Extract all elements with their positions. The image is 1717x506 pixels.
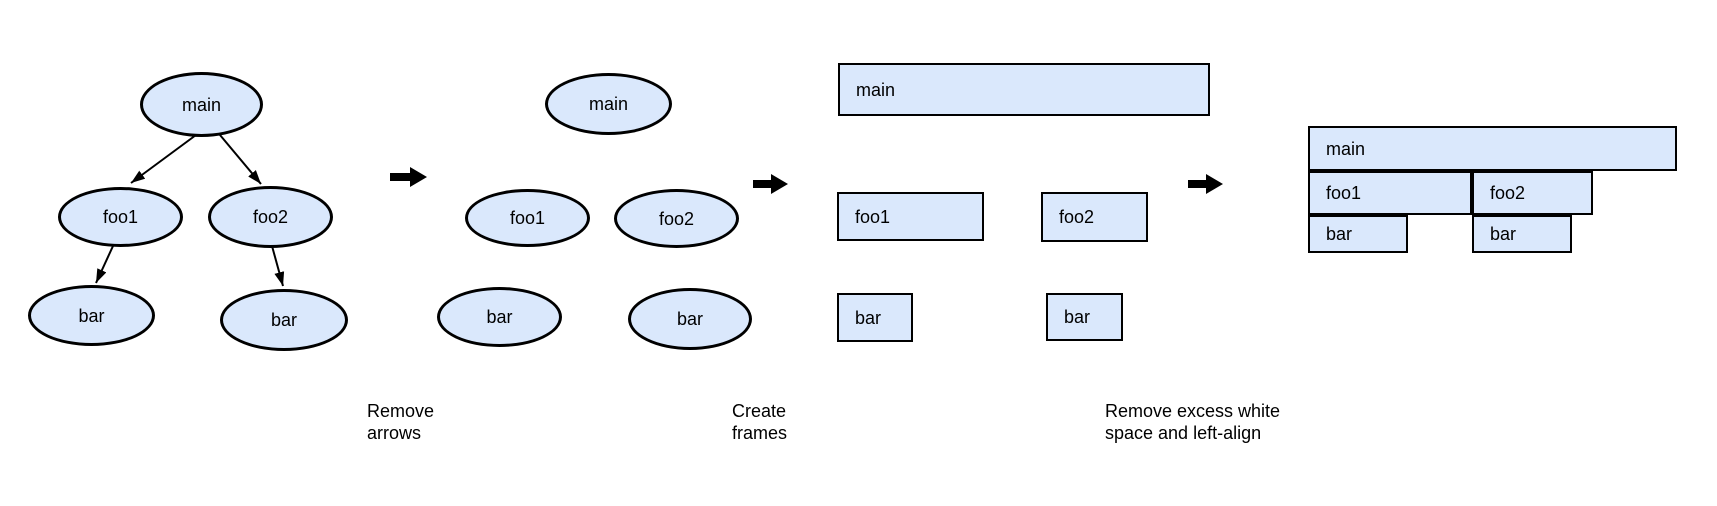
stage4-frame-foo1: foo1 xyxy=(1308,171,1472,215)
edge-main-to-foo2 xyxy=(219,134,262,185)
edge-main-to-foo1 xyxy=(130,134,197,184)
stage2-node-bar-right: bar xyxy=(628,288,752,350)
stage4-frame-bar-left: bar xyxy=(1308,215,1408,253)
stage2-node-main: main xyxy=(545,73,672,135)
caption-line: arrows xyxy=(367,423,422,443)
stage4-frame-foo2: foo2 xyxy=(1472,171,1593,215)
stage1-node-bar-left: bar xyxy=(28,285,155,346)
caption-remove-arrows: Remove arrows xyxy=(367,400,434,444)
stage3-frame-bar-left: bar xyxy=(837,293,913,342)
stage1-node-foo1: foo1 xyxy=(58,187,183,247)
step3-right-arrow-icon xyxy=(1188,174,1223,194)
stage4-frame-bar-right: bar xyxy=(1472,215,1572,253)
edge-foo1-to-bar xyxy=(95,245,114,284)
step2-right-arrow-icon xyxy=(753,174,788,194)
stage3-frame-foo1: foo1 xyxy=(837,192,984,241)
caption-line: Remove excess white xyxy=(1105,401,1281,421)
caption-line: frames xyxy=(732,423,788,443)
caption-line: space and left-align xyxy=(1105,423,1262,443)
caption-left-align: Remove excess white space and left-align xyxy=(1105,400,1280,444)
step1-right-arrow-icon xyxy=(390,167,427,187)
stage2-node-foo2: foo2 xyxy=(614,189,739,248)
stage3-frame-main: main xyxy=(838,63,1210,116)
caption-line: Create xyxy=(732,401,787,421)
stage3-frame-foo2: foo2 xyxy=(1041,192,1148,242)
stage1-node-main: main xyxy=(140,72,263,137)
caption-line: Remove xyxy=(367,401,435,421)
caption-create-frames: Create frames xyxy=(732,400,787,444)
stage1-node-bar-right: bar xyxy=(220,289,348,351)
edge-foo2-to-bar xyxy=(271,245,285,287)
stage4-frame-main: main xyxy=(1308,126,1677,171)
stage1-node-foo2: foo2 xyxy=(208,186,333,248)
stage2-node-foo1: foo1 xyxy=(465,189,590,247)
stage3-frame-bar-right: bar xyxy=(1046,293,1123,341)
stage2-node-bar-left: bar xyxy=(437,287,562,347)
